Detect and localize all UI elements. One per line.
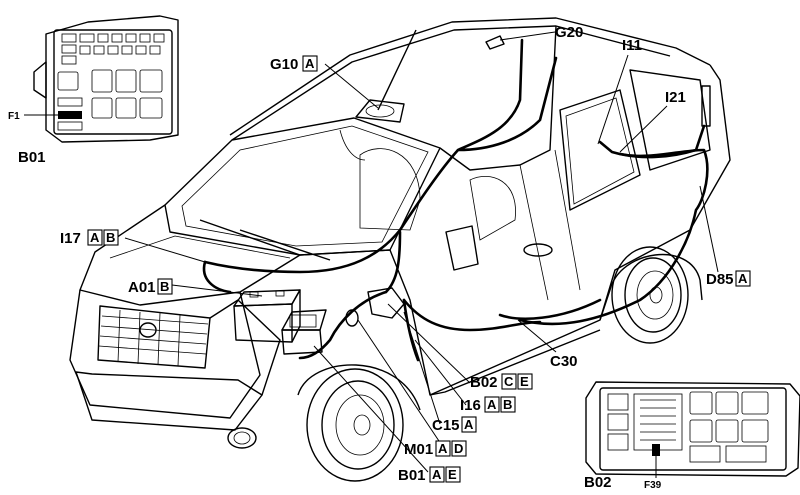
g20-component (485, 35, 505, 50)
label-B01-tag-A: A (432, 467, 442, 482)
rear-lamp (701, 85, 711, 127)
callout-labels: B01 F1 G10 A G20 I11 I21 I17 A B A01 B D… (8, 24, 751, 491)
fuse-box-b02-detail (585, 381, 800, 477)
leader-lines (124, 31, 719, 473)
tag-box (302, 55, 318, 72)
wiring-harness (202, 38, 709, 362)
label-M01: M01 (404, 441, 433, 458)
label-C15: C15 (432, 417, 460, 434)
label-F1: F1 (8, 111, 20, 122)
label-M01-tag-A: A (438, 441, 448, 456)
label-G10-tag-A: A (305, 56, 315, 71)
van-body (69, 17, 731, 482)
label-I16-tag-B: B (503, 397, 512, 412)
engine-fuse-box (281, 309, 327, 355)
label-D85: D85 (706, 271, 734, 288)
label-I17-tag-A: A (90, 230, 100, 245)
label-I21: I21 (665, 89, 686, 106)
battery (233, 289, 301, 343)
dome-light-g10 (355, 99, 405, 123)
rear-wheel (611, 246, 689, 344)
label-I17: I17 (60, 230, 81, 247)
label-B02-bottom: B02 (584, 474, 612, 491)
label-B01-bottom: B01 (398, 467, 426, 484)
label-D85-tag-A: A (738, 271, 748, 286)
label-I11: I11 (622, 37, 642, 54)
label-I17-tag-B: B (106, 230, 115, 245)
label-B02-tag-E: E (520, 374, 529, 389)
label-G10: G10 (270, 56, 298, 73)
label-B01-tag-E: E (448, 467, 457, 482)
label-F39: F39 (644, 480, 662, 491)
label-I16-tag-A: A (487, 397, 497, 412)
label-A01-tag-B: B (160, 279, 169, 294)
label-I16: I16 (460, 397, 481, 414)
front-wheel (297, 364, 421, 482)
label-C15-tag-A: A (464, 417, 474, 432)
label-G20: G20 (555, 24, 583, 41)
label-B01-top: B01 (18, 149, 46, 166)
label-B02-tag-C: C (504, 374, 514, 389)
label-C30: C30 (550, 353, 578, 370)
fuse-box-b01-detail (24, 15, 179, 143)
label-M01-tag-D: D (454, 441, 463, 456)
label-A01: A01 (128, 279, 156, 296)
label-B02-mid: B02 (470, 374, 498, 391)
